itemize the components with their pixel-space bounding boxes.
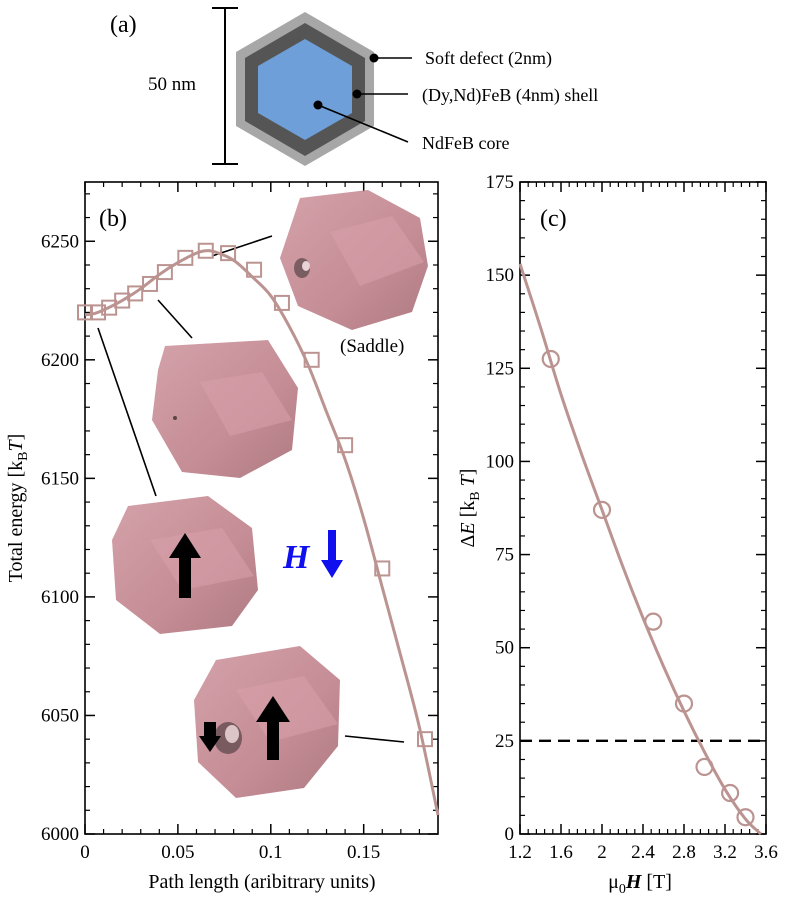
- data-point: [541, 349, 560, 369]
- panel-c-label: (c): [540, 206, 567, 232]
- y-tick-label: 0: [505, 824, 515, 845]
- x-tick-label: 2.4: [631, 842, 655, 863]
- plot-c-ticks: [519, 181, 767, 835]
- x-tick-label: 2.8: [672, 842, 696, 863]
- data-point: [177, 249, 194, 266]
- y-tick-label: 6000: [41, 824, 79, 845]
- x-tick-label: 3.2: [713, 842, 737, 863]
- y-tick-label: 100: [486, 451, 515, 472]
- data-point: [246, 261, 263, 278]
- intermediate-leader: [157, 299, 193, 339]
- y-tick-label: 175: [486, 172, 515, 193]
- data-point: [197, 242, 214, 259]
- saddle-label: (Saddle): [340, 336, 404, 357]
- fit-curve-c: [518, 263, 762, 836]
- data-point: [592, 500, 612, 519]
- core-label: NdFeB core: [422, 133, 509, 153]
- data-point: [374, 560, 391, 577]
- data-point: [721, 783, 740, 803]
- x-tick-label: 0.1: [259, 842, 283, 863]
- plot-b-ticks: [84, 182, 438, 835]
- y-tick-label: 6050: [41, 705, 79, 726]
- x-tick-label: 0: [80, 842, 90, 863]
- data-point: [695, 757, 714, 777]
- y-tick-label: 125: [486, 358, 515, 379]
- plot-c-frame: [519, 181, 767, 835]
- y-tick-label: 50: [495, 638, 514, 659]
- data-point: [337, 437, 354, 454]
- panel-b-label: (b): [99, 206, 127, 232]
- data-point: [416, 731, 433, 748]
- ylabel-c: ΔE [kB T]: [457, 469, 483, 548]
- data-points-c: [541, 349, 755, 827]
- y-tick-label: 6100: [41, 587, 79, 608]
- xlabel-b: Path length (aribitrary units): [148, 871, 375, 893]
- panel-a: (a) 50 nm Soft defect (2nm) (Dy,Nd)FeB (…: [110, 7, 598, 166]
- data-point: [674, 694, 694, 713]
- final-up-arrow-icon: [256, 696, 290, 760]
- x-tick-label: 0.05: [161, 842, 194, 863]
- scale-label: 50 nm: [148, 74, 196, 95]
- initial-up-arrow-icon: [169, 533, 201, 598]
- data-point: [303, 351, 320, 368]
- panel-a-label: (a): [110, 12, 137, 38]
- x-tick-label: 3.6: [754, 842, 778, 863]
- final-grain-icon: [194, 646, 340, 798]
- x-tick-label: 0.15: [347, 842, 380, 863]
- saddle-grain-icon: [280, 190, 428, 330]
- x-tick-label: 1.6: [549, 842, 573, 863]
- plot-b-tick-labels: 0 0.05 0.1 0.15 6000 6050 6100 6150 6200 6250: [41, 231, 380, 863]
- data-point: [127, 285, 144, 302]
- data-point: [273, 294, 290, 311]
- x-tick-label: 1.2: [508, 842, 532, 863]
- core-leader: [317, 104, 409, 143]
- intermediate-grain-icon: [152, 340, 298, 478]
- field-down-arrow-icon: [321, 530, 343, 578]
- data-point: [220, 245, 237, 262]
- panel-c: 1.2 1.6 2 2.4 2.8 3.2 3.6 0 25 50 75 100 125 150 175 (…: [457, 172, 778, 897]
- initial-grain-icon: [112, 496, 258, 634]
- panel-b: 0 0.05 0.1 0.15 6000 6050 6100 6150 6200 6250: [5, 181, 440, 893]
- y-tick-label: 6200: [41, 350, 79, 371]
- x-tick-label: 2: [597, 842, 607, 863]
- data-point: [90, 304, 107, 321]
- core-layer: [258, 39, 352, 140]
- final-down-arrow-icon: [199, 722, 221, 752]
- y-tick-label: 6250: [41, 231, 79, 252]
- y-tick-label: 25: [495, 731, 514, 752]
- y-tick-label: 150: [486, 265, 515, 286]
- shell-label: (Dy,Nd)FeB (4nm) shell: [422, 85, 598, 106]
- data-points-b: [77, 242, 433, 748]
- plot-b-frame: [84, 181, 439, 835]
- fit-curve-b: [84, 249, 440, 816]
- ylabel-b: Total energy [kBT]: [5, 434, 31, 583]
- defect-label: Soft defect (2nm): [425, 48, 552, 69]
- data-point: [156, 264, 173, 281]
- data-point: [644, 612, 663, 631]
- initial-leader: [97, 327, 157, 497]
- xlabel-c: μ0H [T]: [608, 871, 672, 897]
- data-point: [142, 275, 159, 292]
- field-symbol: H: [282, 539, 311, 576]
- data-point: [736, 808, 755, 827]
- final-leader: [344, 735, 405, 743]
- y-tick-label: 6150: [41, 468, 79, 489]
- plot-c-tick-labels: 1.2 1.6 2 2.4 2.8 3.2 3.6 0 25 50 75 100 125 150 175: [486, 172, 778, 863]
- y-tick-label: 75: [495, 545, 514, 566]
